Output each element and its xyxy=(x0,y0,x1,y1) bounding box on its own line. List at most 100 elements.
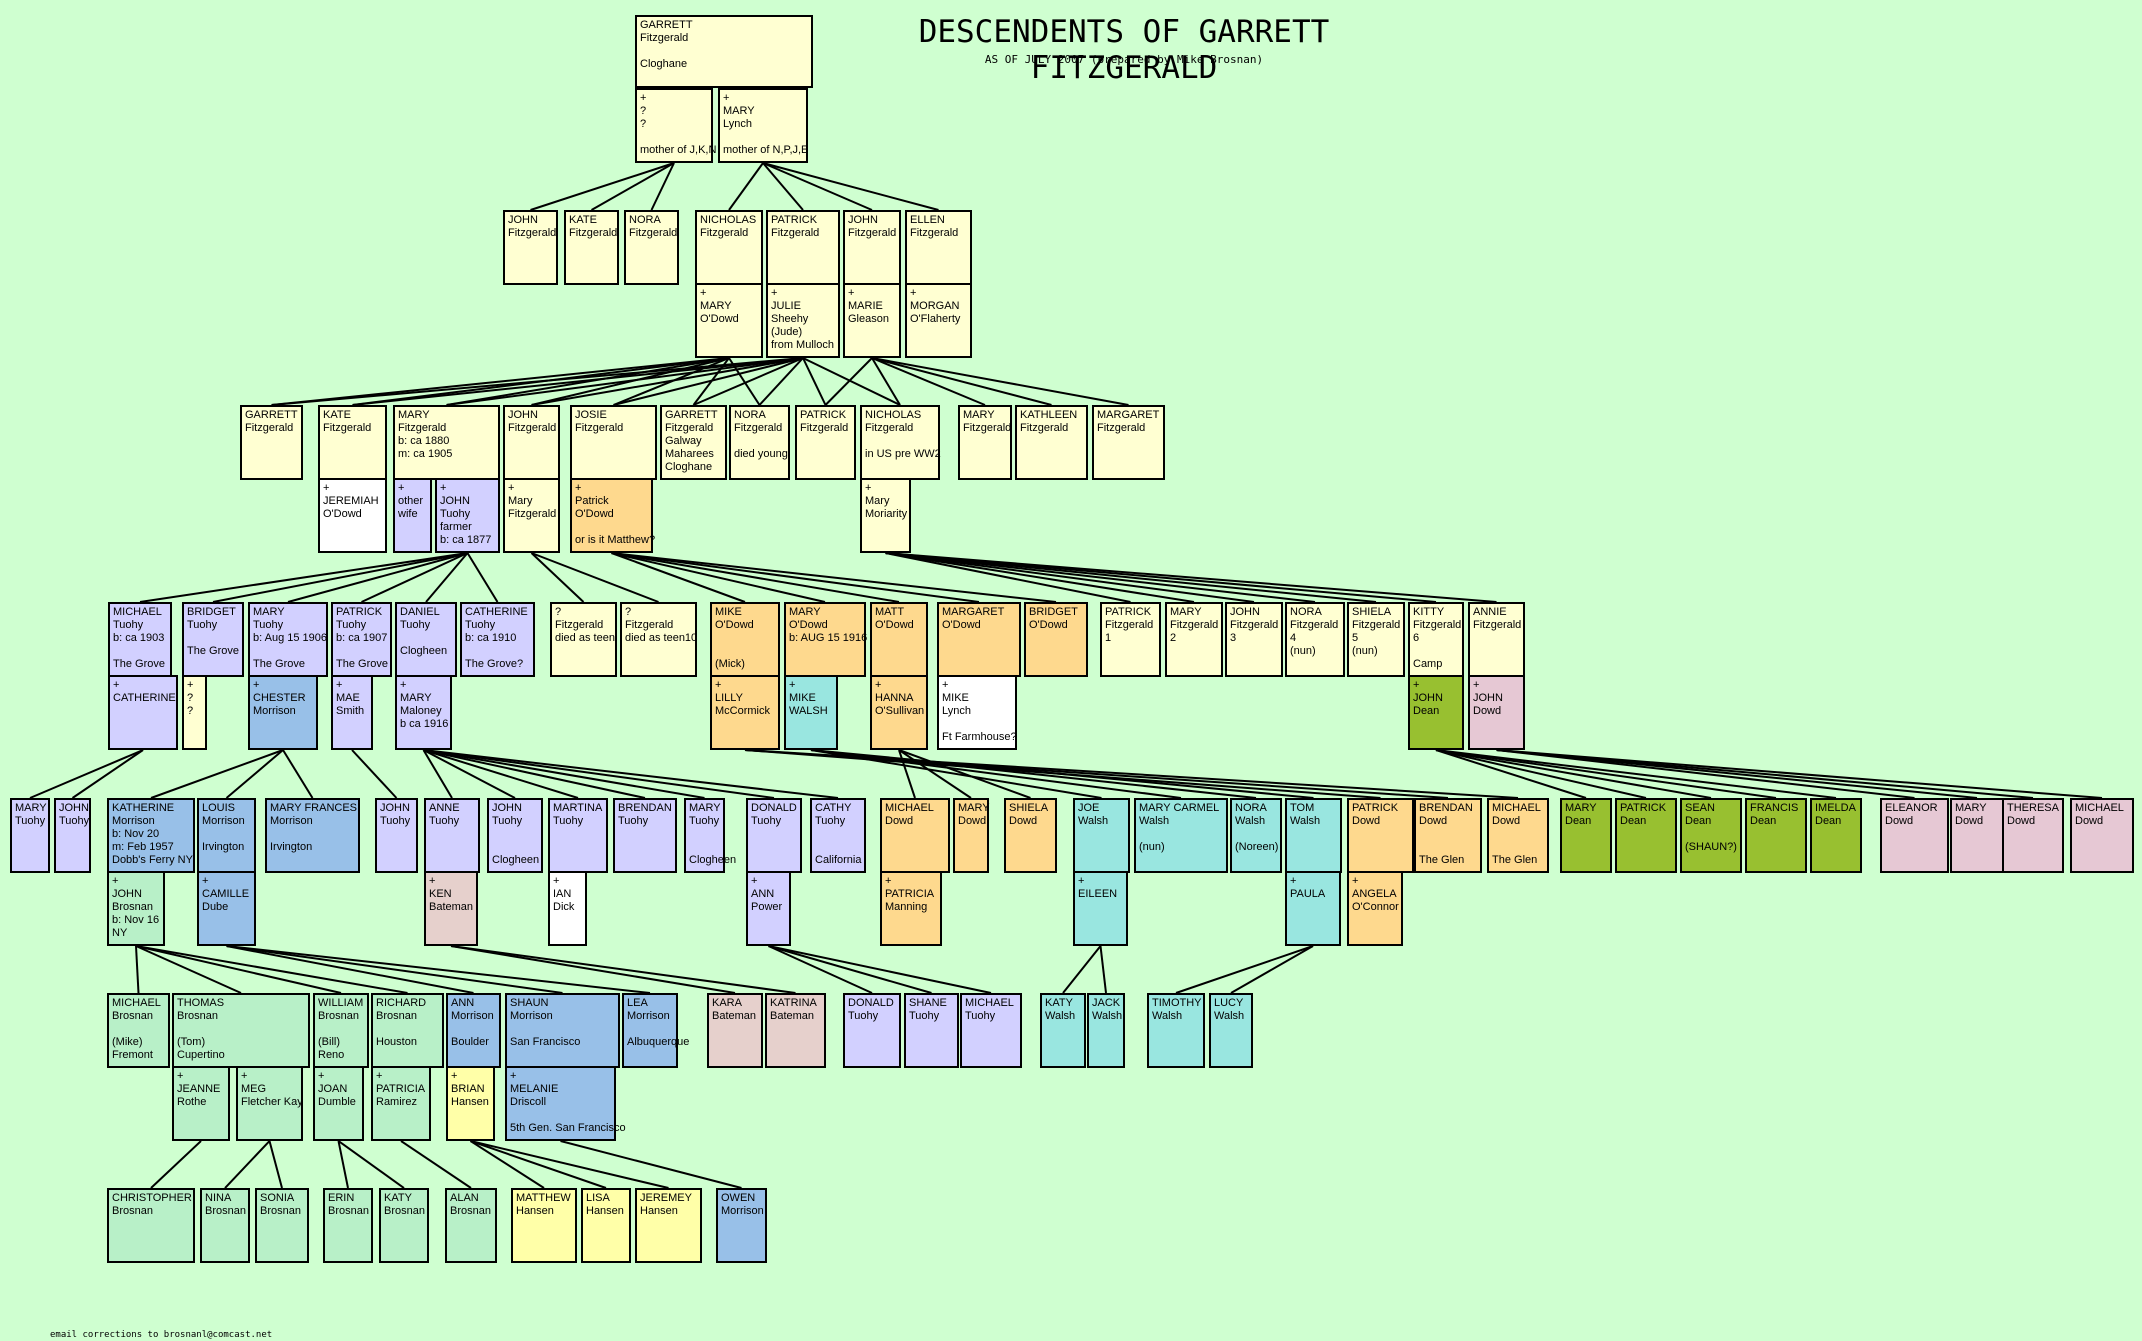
person-box: MARY Dowd xyxy=(953,798,990,873)
person-box: MATTHEW Hansen xyxy=(511,1188,577,1263)
person-box: PATRICK Tuohy b: ca 1907 The Grove xyxy=(331,602,392,677)
person-box: + BRIAN Hansen xyxy=(446,1066,495,1141)
person-box: + IAN Dick xyxy=(548,871,587,946)
connector-line xyxy=(423,749,646,799)
connector-line xyxy=(400,1140,472,1189)
connector-line xyxy=(650,162,675,211)
person-box: PATRICK Dean xyxy=(1615,798,1677,873)
person-box: + ? ? mother of J,K,N xyxy=(635,88,716,163)
connector-line xyxy=(226,945,563,994)
person-box: NORA Walsh (Noreen) xyxy=(1230,798,1282,873)
person-box: + ANGELA O'Connor xyxy=(1347,871,1403,946)
connector-line xyxy=(1435,749,1837,799)
connector-line xyxy=(469,1140,545,1189)
person-box: PATRICK Dowd xyxy=(1347,798,1414,873)
person-box: + MIKE Lynch Ft Farmhouse? xyxy=(937,675,1017,750)
connector-line xyxy=(282,749,314,799)
connector-line xyxy=(871,357,901,406)
connector-line xyxy=(423,749,775,799)
connector-line xyxy=(824,357,873,406)
person-box: BRENDAN Tuohy xyxy=(613,798,677,873)
connector-line xyxy=(423,749,516,799)
person-box: MARTINA Tuohy xyxy=(548,798,608,873)
connector-line xyxy=(762,162,873,211)
person-box: PATRICK Fitzgerald xyxy=(766,210,840,285)
person-box: + KEN Bateman xyxy=(424,871,478,946)
connector-line xyxy=(1435,749,1587,799)
connector-line xyxy=(71,749,144,799)
connector-line xyxy=(226,945,651,994)
connector-line xyxy=(613,357,804,406)
person-box: + PAULA xyxy=(1285,871,1341,946)
connector-line xyxy=(898,749,916,799)
connector-line xyxy=(1062,945,1102,994)
person-box: MICHAEL Dowd The Glen xyxy=(1487,798,1549,873)
person-box: WILLIAM Brosnan (Bill) Reno xyxy=(313,993,369,1068)
person-box: RICHARD Brosnan Houston xyxy=(371,993,444,1068)
person-box: NICHOLAS Fitzgerald xyxy=(695,210,763,285)
person-box: NORA Fitzgerald 4 (nun) xyxy=(1285,602,1345,677)
person-box: ? Fitzgerald died as teen10 xyxy=(620,602,697,677)
connector-line xyxy=(150,749,284,799)
person-box: JOHN Fitzgerald xyxy=(503,405,560,480)
person-box: + JEREMIAH O'Dowd xyxy=(318,478,387,553)
person-box: NORA Fitzgerald died young xyxy=(729,405,790,480)
person-box: BRIDGET Tuohy The Grove xyxy=(182,602,244,677)
person-box: MARY CARMEL Walsh (nun) xyxy=(1134,798,1228,873)
person-box: KATY Brosnan xyxy=(379,1188,429,1263)
person-box: + JOHN Tuohy farmer b: ca 1877 xyxy=(435,478,500,553)
connector-line xyxy=(871,357,1129,406)
connector-line xyxy=(361,552,468,603)
connector-line xyxy=(212,552,468,603)
connector-line xyxy=(885,552,1131,603)
connector-line xyxy=(470,1140,607,1189)
person-box: KATE Fitzgerald xyxy=(564,210,619,285)
connector-line xyxy=(611,552,1057,603)
connector-line xyxy=(1435,749,1647,799)
person-box: JOSIE Fitzgerald xyxy=(570,405,657,480)
connector-line xyxy=(898,749,1031,799)
person-box: JEREMEY Hansen xyxy=(635,1188,702,1263)
connector-line xyxy=(871,357,1052,406)
person-box: + CATHERINE xyxy=(108,675,178,750)
person-box: + MEG Fletcher Kay xyxy=(236,1066,303,1141)
connector-line xyxy=(693,357,804,406)
person-box: JOHN Tuohy xyxy=(375,798,418,873)
connector-line xyxy=(1099,945,1107,994)
connector-line xyxy=(450,945,736,994)
connector-line xyxy=(885,552,1195,603)
person-box: + ? ? xyxy=(182,675,207,750)
person-box: + other wife xyxy=(393,478,432,553)
person-box: BRIDGET O'Dowd xyxy=(1024,602,1088,677)
connector-line xyxy=(287,552,468,603)
connector-line xyxy=(271,357,804,406)
person-box: + JOHN Dean xyxy=(1408,675,1464,750)
person-box: MATT O'Dowd xyxy=(870,602,928,677)
person-box: BRENDAN Dowd The Glen xyxy=(1414,798,1482,873)
person-box: ? Fitzgerald died as teen xyxy=(550,602,617,677)
person-box: SHIELA Dowd xyxy=(1004,798,1057,873)
person-box: MARY Tuohy b: Aug 15 1906 The Grove xyxy=(248,602,328,677)
page-title: DESCENDENTS OF GARRETT FITZGERALD xyxy=(918,14,1330,86)
connector-line xyxy=(531,552,659,603)
connector-line xyxy=(425,552,469,603)
person-box: GARRETT Fitzgerald Galway Maharees Clogh… xyxy=(660,405,727,480)
person-box: + MIKE WALSH xyxy=(784,675,838,750)
person-box: DONALD Tuohy xyxy=(746,798,802,873)
person-box: JOHN Tuohy Clogheen xyxy=(487,798,543,873)
connector-line xyxy=(423,749,705,799)
connector-line xyxy=(810,749,1314,799)
person-box: MICHAEL Brosnan (Mike) Fremont xyxy=(107,993,170,1068)
connector-line xyxy=(337,1140,405,1189)
person-box: CATHERINE Tuohy b: ca 1910 The Grove? xyxy=(460,602,535,677)
person-box: ELLEN Fitzgerald xyxy=(905,210,972,285)
person-box: JOHN Fitzgerald xyxy=(843,210,901,285)
person-box: ANNE Tuohy xyxy=(424,798,480,873)
connector-line xyxy=(530,552,585,603)
person-box: GARRETT Fitzgerald xyxy=(240,405,303,480)
person-box: + MAE Smith xyxy=(331,675,373,750)
person-box: + JOAN Dumble xyxy=(313,1066,364,1141)
connector-line xyxy=(423,749,839,799)
person-box: NORA Fitzgerald xyxy=(624,210,679,285)
person-box: PATRICK Fitzgerald xyxy=(795,405,856,480)
